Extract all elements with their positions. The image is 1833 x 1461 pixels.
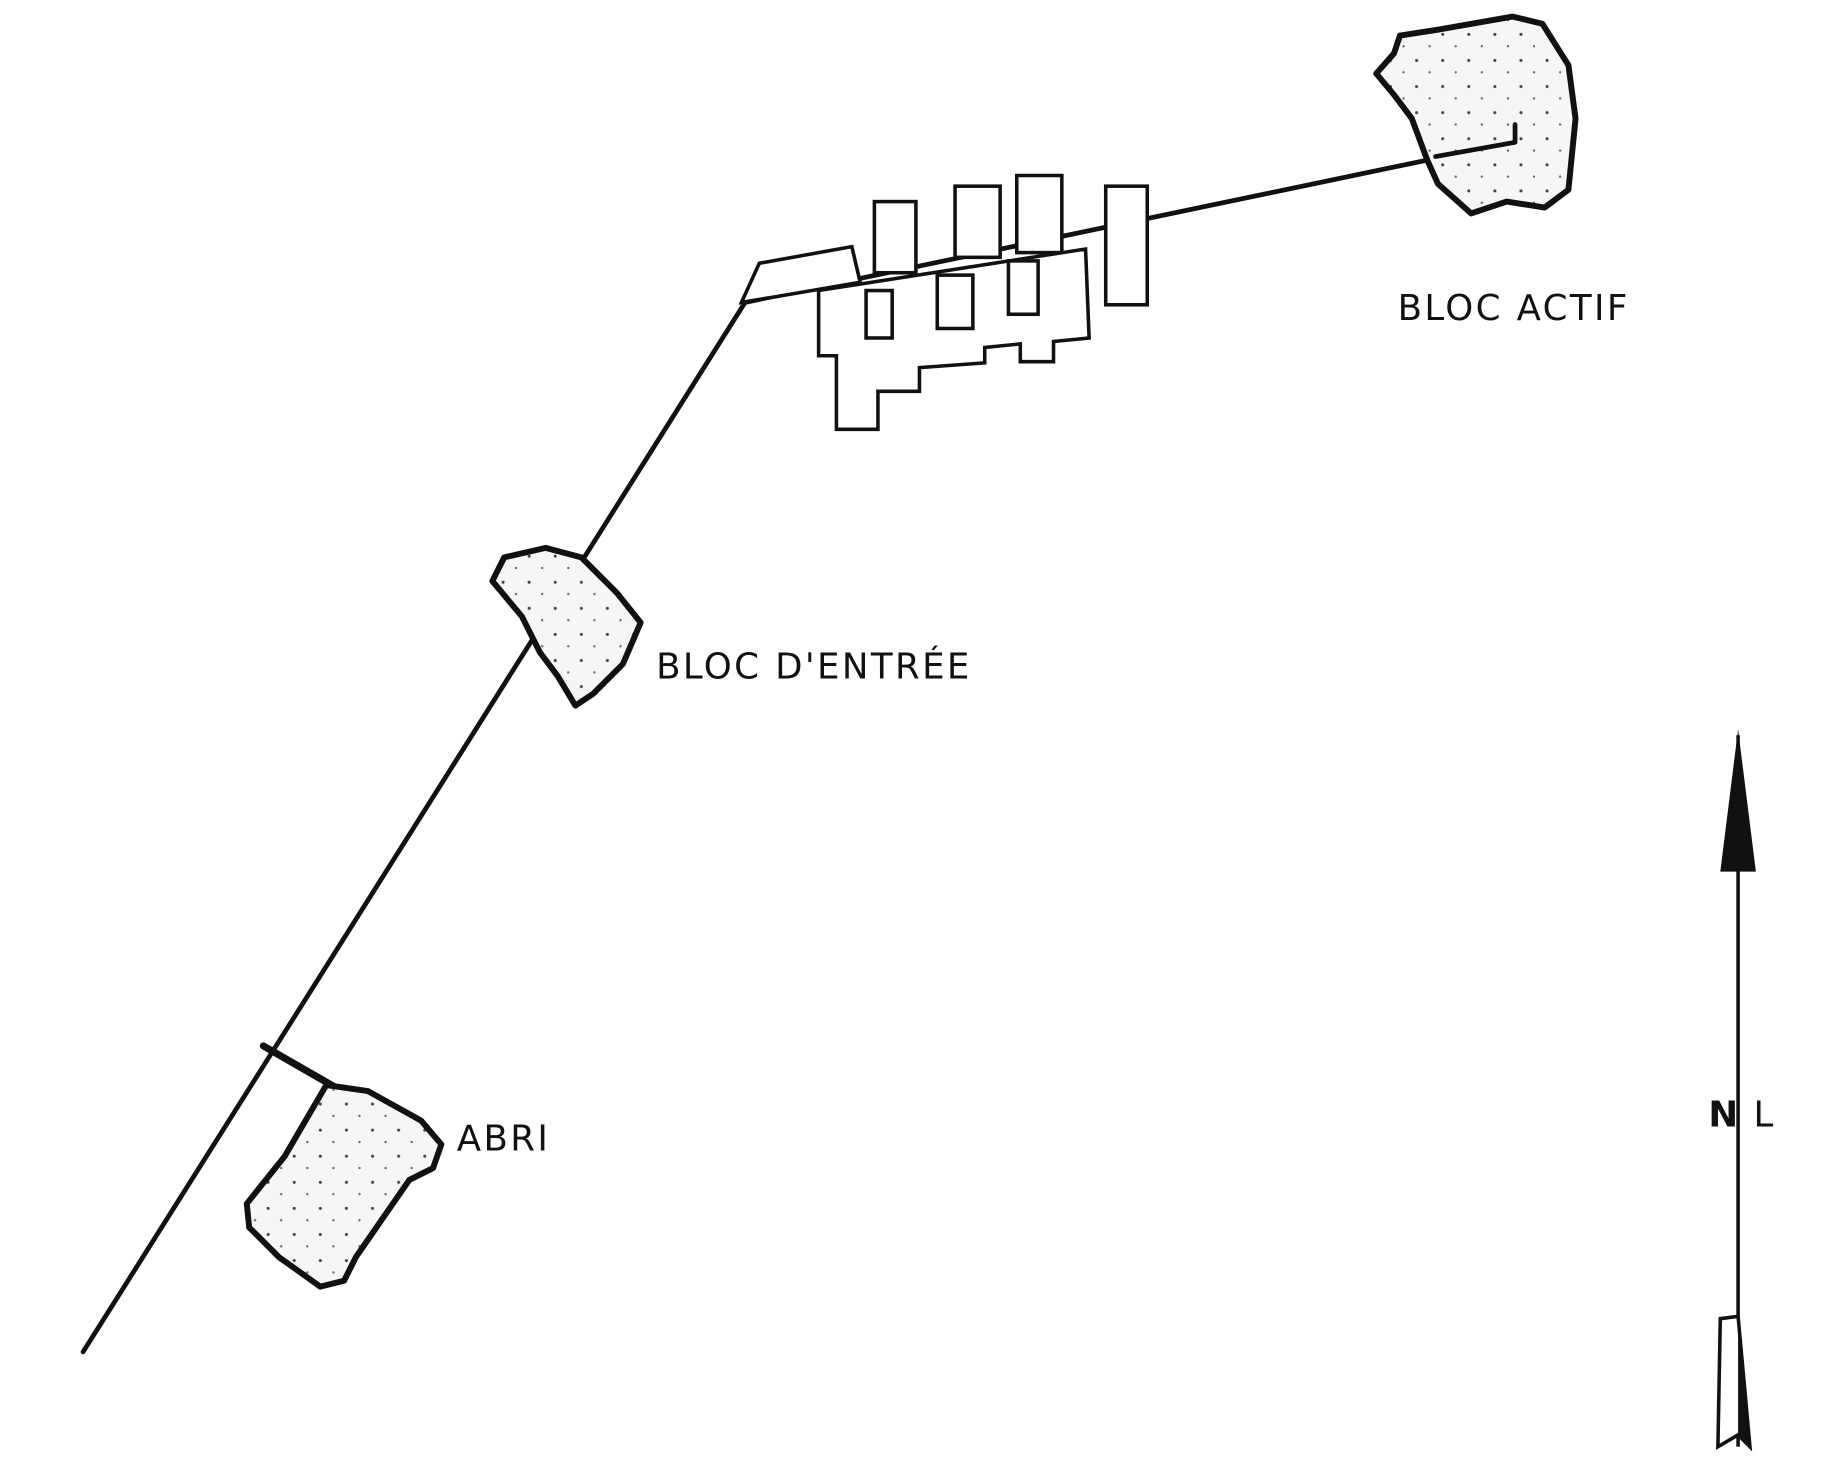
bloc-actif-shape — [1373, 13, 1579, 217]
bloc-actif-gallery-end — [1433, 122, 1518, 159]
compass-east-label: L — [1754, 1095, 1776, 1136]
abri-label: ABRI — [457, 1118, 550, 1159]
casernement — [738, 173, 1150, 432]
bloc-actif-label: BLOC ACTIF — [1398, 288, 1630, 329]
bloc-entree-label: BLOC D'ENTRÉE — [656, 645, 972, 687]
bloc-entree-shape — [489, 544, 644, 709]
north-arrow-icon — [1716, 729, 1756, 1452]
compass-north-label: N — [1708, 1095, 1740, 1136]
abri-shape — [243, 1082, 445, 1290]
